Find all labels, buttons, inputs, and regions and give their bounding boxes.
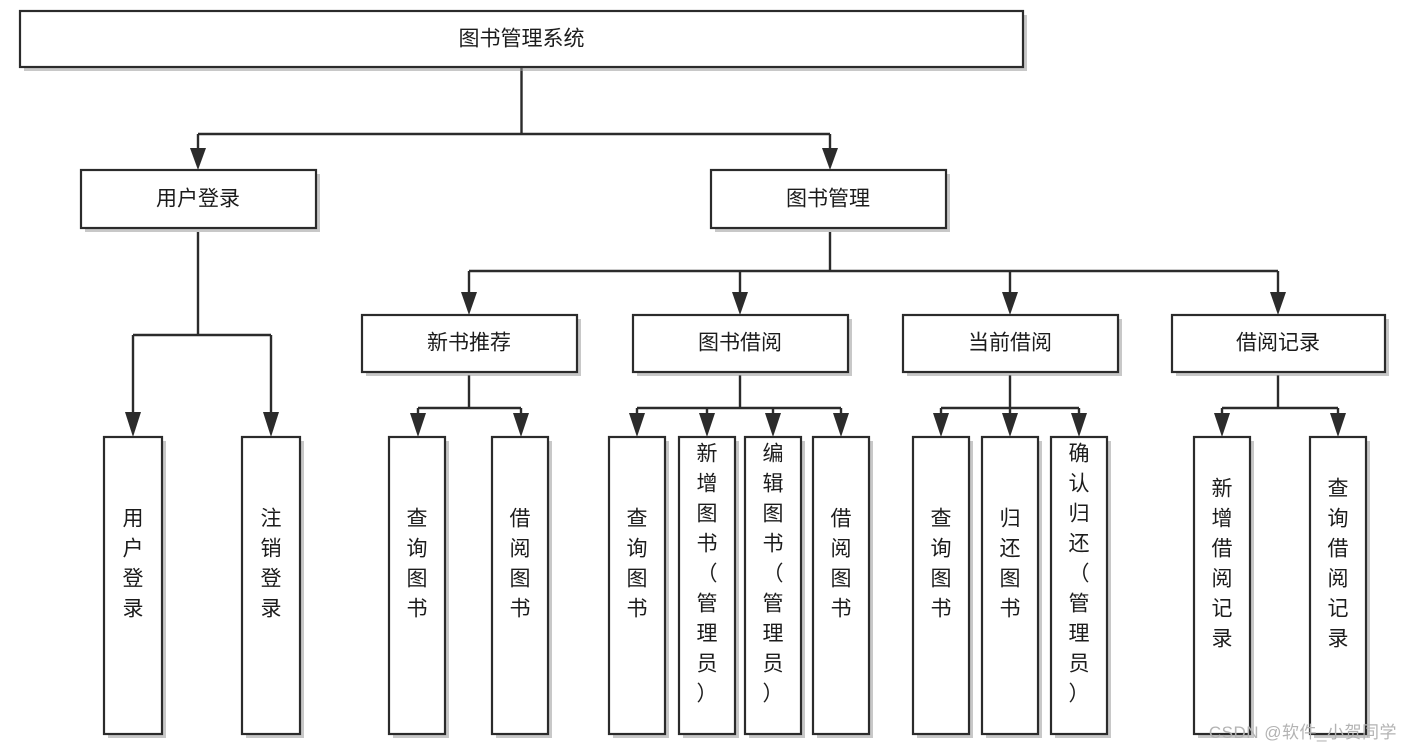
node-root-rect [18,9,1025,69]
leaf-query-book-current-label: 查询图书 [931,508,952,621]
connector-group-book-borrow-to-leaves [629,375,849,437]
leaf-logout-rect [240,435,302,736]
arrow-head-new-book-rec [461,292,477,315]
connector-group-user-login-to-leaves [125,232,279,437]
leaf-node-borrow-book-borrow[interactable]: 借阅图书 [811,435,873,738]
leaf-user-login-label: 用户登录 [123,508,144,621]
node-book-borrow-label: 图书借阅 [698,332,782,355]
leaf-node-query-book-current[interactable]: 查询图书 [911,435,973,738]
node-user-login[interactable]: 用户登录 [79,168,320,232]
leaf-add-book-label: 新增图书（管理员） [697,443,718,706]
leaf-edit-book-label: 编辑图书（管理员） [763,443,784,706]
arrow-head-leaf-confirm-return [1071,413,1087,437]
leaf-node-borrow-book-rec[interactable]: 借阅图书 [490,435,552,738]
node-book-management[interactable]: 图书管理 [709,168,950,232]
node-book-management-rect [709,168,948,230]
leaf-node-query-book-rec[interactable]: 查询图书 [387,435,449,738]
leaf-user-login-rect [102,435,164,736]
leaf-add-borrow-record-rect [1192,435,1252,736]
node-user-login-rect [79,168,318,230]
leaf-node-add-book[interactable]: 新增图书（管理员） [677,435,739,738]
leaf-borrow-book-borrow-label: 借阅图书 [831,508,852,621]
node-new-book-recommend-rect [360,313,579,374]
leaf-borrow-book-borrow-rect [811,435,871,736]
arrow-head-book-borrow [732,292,748,315]
arrow-head-leaf-query-record [1330,413,1346,437]
node-book-borrow-rect [631,313,850,374]
connector-group-book-mgmt-to-level3 [461,232,1286,315]
leaf-query-book-rec-rect [387,435,447,736]
leaf-confirm-return-rect [1049,435,1109,736]
leaf-return-book-rect [980,435,1040,736]
leaf-logout-label: 注销登录 [261,508,282,621]
leaf-add-borrow-record-label: 新增借阅记录 [1212,478,1233,651]
leaf-query-book-rec-label: 查询图书 [407,508,428,621]
leaf-return-book-label: 归还图书 [1000,508,1021,621]
csdn-watermark: CSDN @软件_小贺同学 [1208,723,1397,742]
node-current-borrow-rect [901,313,1120,374]
node-current-borrow-label: 当前借阅 [968,332,1052,355]
connector-group-borrow-record-to-leaves [1214,375,1346,437]
node-new-book-recommend[interactable]: 新书推荐 [360,313,581,376]
arrow-head-leaf-query-book-a [410,413,426,437]
arrow-head-borrow-record [1270,292,1286,315]
arrow-head-leaf-borrow-book-a [513,413,529,437]
arrow-head-book-mgmt [822,148,838,170]
node-book-management-label: 图书管理 [786,188,870,211]
node-book-borrow[interactable]: 图书借阅 [631,313,852,376]
connector-group-current-borrow-to-leaves [933,375,1087,437]
leaf-node-return-book[interactable]: 归还图书 [980,435,1042,738]
leaf-query-borrow-record-rect [1308,435,1368,736]
arrow-head-leaf-add-record [1214,413,1230,437]
arrow-head-leaf-query-book-c [933,413,949,437]
leaf-query-book-borrow-label: 查询图书 [627,508,648,621]
node-borrow-record-rect [1170,313,1387,374]
arrow-head-leaf-query-book-b [629,413,645,437]
node-current-borrow[interactable]: 当前借阅 [901,313,1122,376]
leaf-query-book-current-rect [911,435,971,736]
node-root-system[interactable]: 图书管理系统 [18,9,1027,71]
leaf-borrow-book-rec-rect [490,435,550,736]
leaf-node-add-borrow-record[interactable]: 新增借阅记录 [1192,435,1254,738]
node-new-book-recommend-label: 新书推荐 [427,332,511,355]
node-borrow-record-label: 借阅记录 [1236,332,1320,355]
leaf-node-query-book-borrow[interactable]: 查询图书 [607,435,669,738]
arrow-head-leaf-user-login [125,412,141,437]
leaf-add-book-rect [677,435,737,736]
leaf-confirm-return-label: 确认归还（管理员） [1069,443,1090,706]
leaf-node-user-login[interactable]: 用户登录 [102,435,166,738]
arrow-head-leaf-edit-book [765,413,781,437]
node-root-label: 图书管理系统 [459,28,585,51]
arrow-head-leaf-logout [263,412,279,437]
arrow-head-leaf-borrow-book-b [833,413,849,437]
leaf-query-borrow-record-label: 查询借阅记录 [1328,478,1349,651]
node-user-login-label: 用户登录 [156,188,240,211]
arrow-head-leaf-return-book [1002,413,1018,437]
connector-group-root-to-level2 [190,68,838,170]
arrow-head-leaf-add-book [699,413,715,437]
arrow-head-user-login [190,148,206,170]
leaf-borrow-book-rec-label: 借阅图书 [510,508,531,621]
leaf-node-logout[interactable]: 注销登录 [240,435,304,738]
arrow-head-current-borrow [1002,292,1018,315]
leaf-node-edit-book[interactable]: 编辑图书（管理员） [743,435,805,738]
connector-group-new-book-rec-to-leaves [410,375,529,437]
leaf-query-book-borrow-rect [607,435,667,736]
leaf-node-confirm-return[interactable]: 确认归还（管理员） [1049,435,1111,738]
leaf-edit-book-rect [743,435,803,736]
node-borrow-record[interactable]: 借阅记录 [1170,313,1389,376]
leaf-node-query-borrow-record[interactable]: 查询借阅记录 [1308,435,1370,738]
